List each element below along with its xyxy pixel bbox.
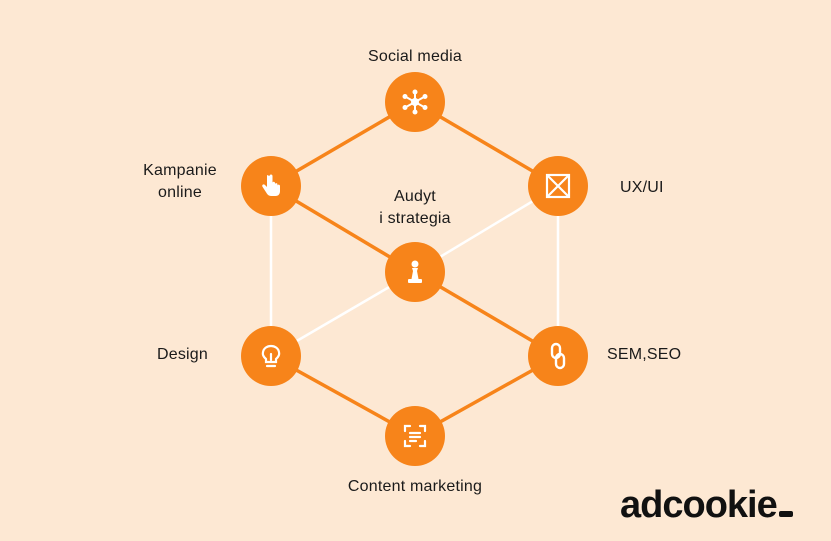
logo-text: adcookie (620, 484, 778, 526)
label-social-media: Social media (367, 48, 463, 65)
node-design (241, 326, 301, 386)
pointer-hand-icon (262, 174, 280, 196)
node-kampanie-online (241, 156, 301, 216)
node-content-marketing (385, 406, 445, 466)
label-kampanie-online: Kampanie online (143, 162, 217, 201)
node-audyt-i-strategia (385, 242, 445, 302)
scan-text-icon (403, 424, 427, 448)
node-social-media (385, 72, 445, 132)
label-ux-ui: UX/UI (620, 179, 664, 196)
wireframe-icon (545, 173, 571, 199)
logo-dot (778, 511, 793, 517)
label-design: Design (157, 346, 209, 363)
chess-pawn-icon (408, 260, 422, 283)
node-sem-seo (528, 326, 588, 386)
lightbulb-icon (261, 344, 281, 368)
label-content-marketing: Content marketing (347, 478, 483, 495)
adcookie-logo: adcookie (620, 483, 793, 527)
chain-link-icon (550, 342, 566, 370)
label-audyt-i-strategia: Audyt i strategia (379, 188, 451, 227)
network-icon (402, 89, 428, 115)
node-ux-ui (528, 156, 588, 216)
label-sem-seo: SEM,SEO (607, 346, 682, 363)
